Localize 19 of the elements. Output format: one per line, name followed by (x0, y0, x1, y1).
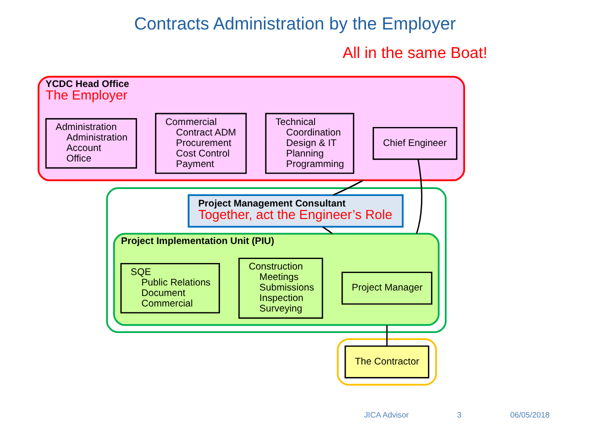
node-box: SQE Public Relations Document Commercial (120, 262, 220, 314)
diagram-title: Contracts Administration by the Employer (134, 13, 456, 34)
connector (415, 159, 422, 234)
node-box: Technical Coordination Design & IT Planning Programming (264, 112, 354, 174)
node-box: The Contractor (344, 345, 429, 378)
label: 06/05/2018 (510, 410, 550, 420)
node-box: Commercial Contract ADM Procurement Cost Control Payment (154, 112, 246, 174)
node-box: Project Management Consultant Together, act the Engineer’s Role (187, 194, 404, 228)
connector (386, 325, 388, 346)
node-box: Project Manager (341, 272, 432, 305)
label: 3 (456, 410, 462, 420)
connector (322, 226, 332, 234)
node-box: Chief Engineer (372, 126, 457, 160)
cluster (106, 187, 446, 333)
node-box: Construction Meetings Submissions Inspection Surveying (238, 258, 323, 319)
label: All in the same Boat! (342, 44, 487, 62)
cluster (336, 338, 436, 386)
node-box: Administration Administration Account Office (44, 118, 137, 169)
label: JICA Advisor (364, 410, 408, 420)
